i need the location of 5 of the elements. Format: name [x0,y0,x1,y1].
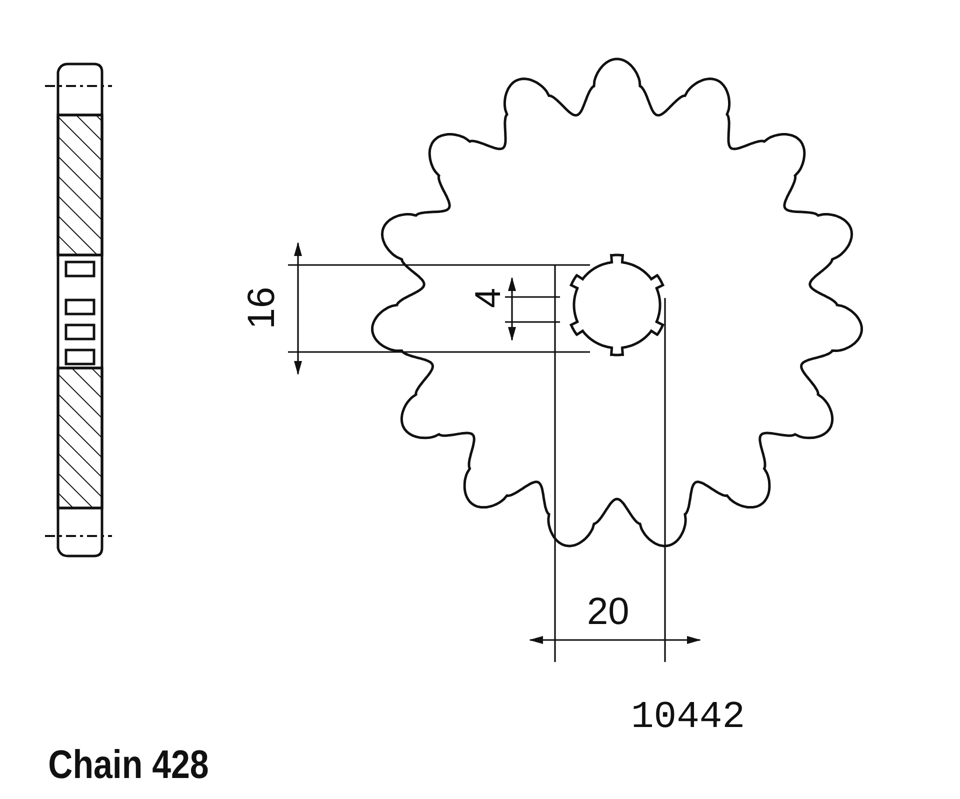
dimension-label: 16 [243,286,282,330]
dimension-label: 4 [470,288,506,308]
chain-size-label: Chain 428 [48,745,208,785]
part-number: 10442 [631,699,746,737]
dimension-label: 20 [587,593,630,631]
